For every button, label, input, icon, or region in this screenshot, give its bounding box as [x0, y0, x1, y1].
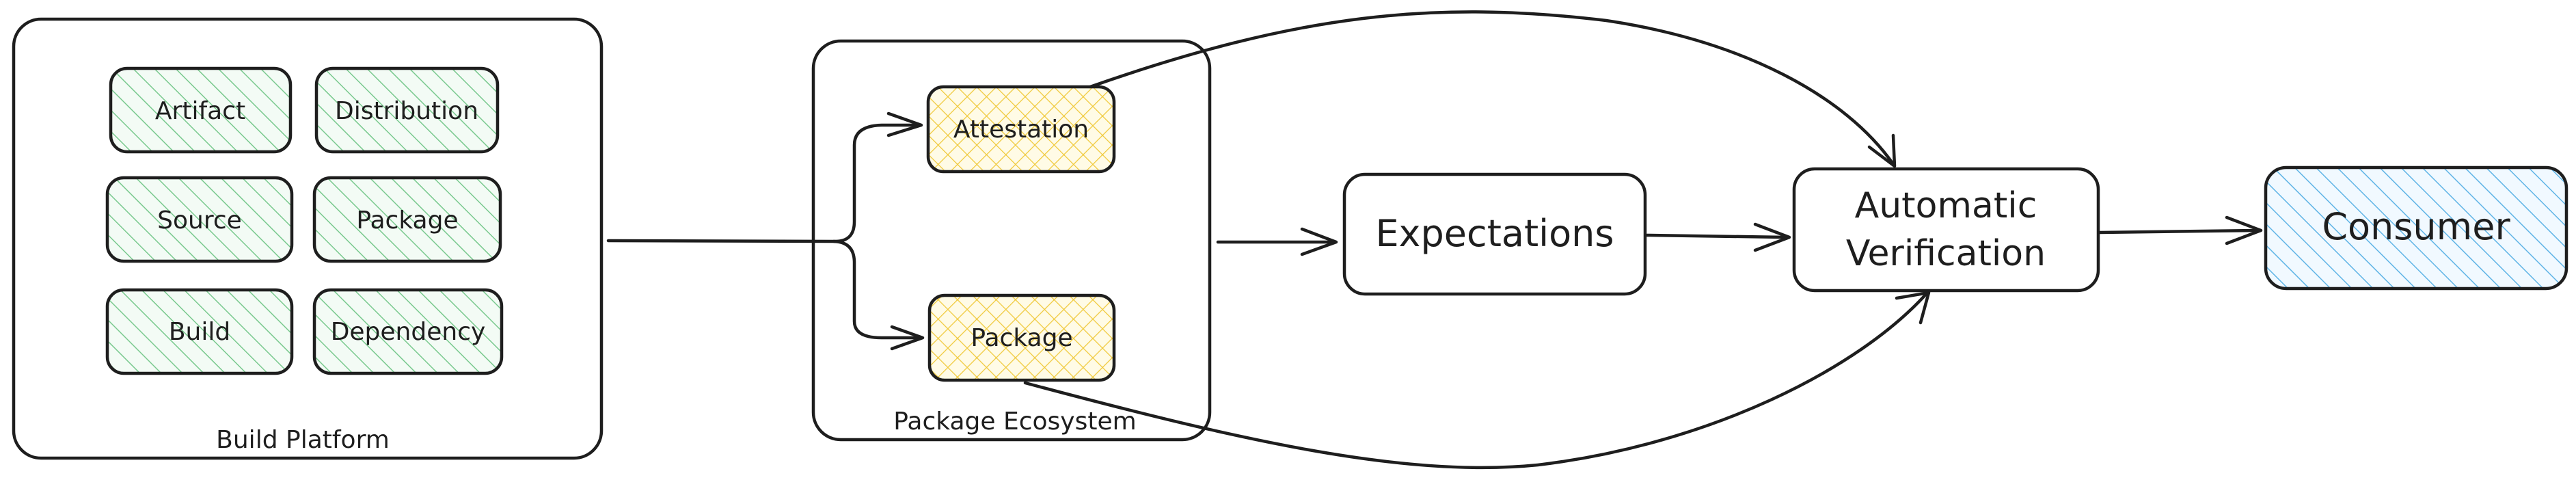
svg-text:Distribution: Distribution — [335, 97, 478, 125]
connectors — [606, 10, 2263, 470]
svg-text:Attestation: Attestation — [953, 116, 1089, 144]
package-ecosystem-group: Package Ecosystem Attestation Package — [811, 39, 1212, 442]
svg-text:Automatic: Automatic — [1855, 185, 2037, 226]
svg-text:Build: Build — [169, 318, 230, 346]
build-item-artifact: Artifact — [109, 66, 293, 154]
build-platform-container — [12, 17, 604, 460]
build-item-dependency: Dependency — [312, 288, 504, 375]
build-platform-group: Build Platform Artifact Distribution Sou… — [12, 17, 604, 460]
svg-text:Source: Source — [157, 206, 242, 235]
build-item-distribution: Distribution — [314, 66, 500, 154]
arrowhead-attestation — [886, 111, 923, 137]
build-platform-label: Build Platform — [216, 426, 390, 454]
svg-text:Verification: Verification — [1846, 233, 2046, 274]
node-automatic-verification: Automatic Verification — [1792, 167, 2100, 293]
build-item-build: Build — [105, 288, 294, 375]
build-item-source: Source — [105, 176, 294, 263]
node-expectations: Expectations — [1342, 172, 1647, 296]
arrowhead-package — [890, 325, 925, 351]
package-ecosystem-label: Package Ecosystem — [893, 408, 1136, 436]
svg-text:Artifact: Artifact — [155, 97, 245, 125]
arrowhead-expectations — [1300, 227, 1338, 256]
edge-expectations-to-verification — [1645, 233, 1787, 239]
arrowhead-verification-bottom — [1895, 291, 1931, 325]
edge-build-to-ecosystem — [606, 123, 918, 243]
svg-text:Package: Package — [971, 324, 1072, 352]
svg-text:Consumer: Consumer — [2322, 205, 2510, 248]
svg-text:Dependency: Dependency — [331, 318, 486, 346]
arrowhead-consumer — [2225, 215, 2263, 245]
edge-attestation-to-verification — [1088, 10, 1895, 166]
arrowhead-verification-top — [1867, 133, 1897, 168]
build-item-package: Package — [312, 176, 502, 263]
edge-package-to-verification — [1023, 291, 1929, 470]
ecosystem-item-package: Package — [927, 293, 1116, 382]
ecosystem-item-attestation: Attestation — [926, 85, 1116, 174]
edge-fork-to-package — [832, 239, 921, 340]
node-consumer: Consumer — [2264, 165, 2568, 291]
svg-text:Expectations: Expectations — [1375, 212, 1614, 255]
edge-verification-to-consumer — [2098, 228, 2259, 235]
arrowhead-verification-left — [1753, 222, 1791, 252]
svg-text:Package: Package — [356, 206, 458, 235]
